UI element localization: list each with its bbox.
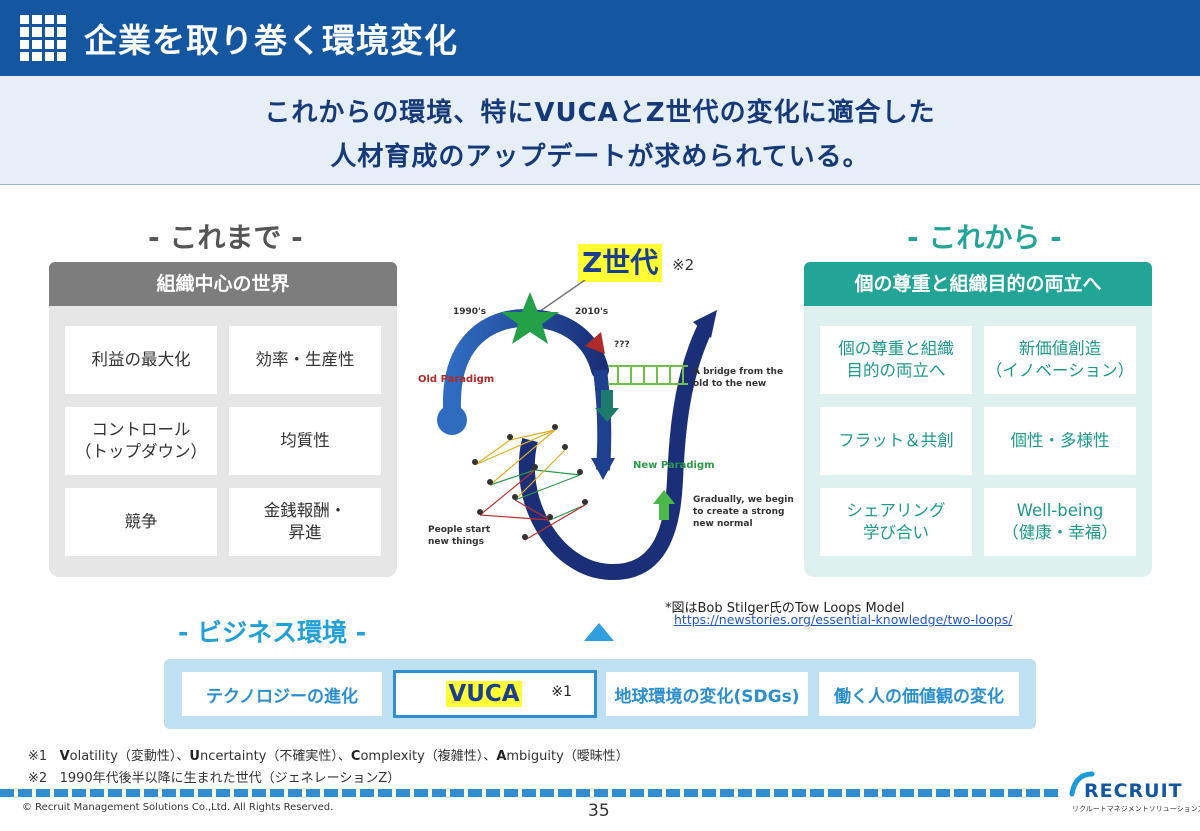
old-paradigm-label: Old Paradigm [418,374,495,385]
label-2010: 2010's [575,307,609,317]
right-cell-diversity: 個性・多様性 [984,407,1136,475]
up-arrow-icon [693,310,717,338]
left-cell-profit: 利益の最大化 [65,326,217,394]
recruit-logo-icon [1069,771,1095,797]
vuca-label: VUCA [446,681,522,707]
triangle-up-icon [584,623,614,641]
note-2: ※2 1990年代後半以降に生まれた世代（ジェネレーションZ） [28,767,400,786]
left-cell-competition: 競争 [65,488,217,556]
question-label: ??? [614,340,630,350]
diagram-caption: *図はBob Stilger氏のTow Loops Model [665,601,905,616]
note-1: ※1 Volatility（変動性）、Uncertainty（不確実性）、Com… [28,749,629,764]
business-item-technology: テクノロジーの進化 [182,672,382,716]
people-label: People start new things [428,525,491,547]
pointer-line [532,280,586,317]
copyright: © Recruit Management Solutions Co.,Ltd. … [22,802,334,813]
red-arrow-icon [585,332,605,354]
right-cell-wellbeing: Well-being （健康・幸福） [984,488,1136,556]
message-line-2: 人材育成のアップデートが求められている。 [330,142,870,172]
zgen-label: Z世代 [578,244,663,282]
recruit-logo-sub: リクルートマネジメントソリューションズ [1072,805,1200,813]
right-panel: 個の尊重と組織 目的の両立へ 新価値創造 （イノベーション） フラット＆共創 個… [804,306,1152,577]
two-loops-diagram [437,280,717,581]
left-panel-title: 組織中心の世界 [49,262,397,306]
label-1990: 1990's [453,307,487,317]
note-2-text: 1990年代後半以降に生まれた世代（ジェネレーションZ） [59,771,401,786]
people-network [474,429,586,541]
message-band [0,76,1200,185]
gradually-label: Gradually, we begin to create a strong n… [693,495,794,529]
right-panel-title: 個の尊重と組織目的の両立へ [804,262,1152,306]
left-heading: - これまで - [148,221,303,254]
right-cell-flat: フラット＆共創 [820,407,972,475]
page-title: 企業を取り巻く環境変化 [84,21,458,60]
right-heading: - これから - [907,221,1062,254]
vuca-note: ※1 [551,684,572,700]
left-cell-reward: 金銭報酬・ 昇進 [229,488,381,556]
old-descend [593,369,612,471]
left-cell-efficiency: 効率・生産性 [229,326,381,394]
header-bar [0,0,1200,76]
business-heading: - ビジネス環境 - [178,618,367,647]
recruit-logo: RECRUIT [1084,780,1183,802]
right-cell-sharing: シェアリング 学び合い [820,488,972,556]
down-arrow-icon [591,458,615,480]
teal-arrow-shaft [601,390,613,410]
zgen-note: ※2 [672,256,695,274]
teal-arrow-icon [595,408,619,422]
new-paradigm-label: New Paradigm [633,460,715,471]
people-figures [472,424,588,540]
note-1-mark: ※1 [28,749,48,764]
bridge-ladder [608,365,688,385]
new-loop [518,324,713,581]
page-number: 35 [588,801,610,821]
star-icon [501,292,559,344]
green-arrow-shaft [659,500,669,520]
message-line-1: これからの環境、特にVUCAとZ世代の変化に適合した [264,98,936,128]
business-item-sdgs: 地球環境の変化(SDGs) [606,672,808,716]
source-link[interactable]: https://newstories.org/essential-knowled… [674,612,1013,627]
business-item-vuca-box: VUCA ※1 [393,670,597,718]
left-panel: 利益の最大化 効率・生産性 コントロール （トップダウン） 均質性 競争 金銭報… [49,306,397,577]
grid-icon [20,15,66,61]
right-cell-balance: 個の尊重と組織 目的の両立へ [820,326,972,394]
green-arrow-icon [653,490,675,504]
start-circle [437,405,467,435]
note-2-mark: ※2 [28,771,48,786]
bridge-label: A bridge from the old to the new [693,367,784,389]
left-cell-control: コントロール （トップダウン） [65,407,217,475]
right-cell-innovation: 新価値創造 （イノベーション） [984,326,1136,394]
left-cell-homogeneity: 均質性 [229,407,381,475]
business-item-values: 働く人の価値観の変化 [819,672,1019,716]
footer-divider [0,789,1060,797]
